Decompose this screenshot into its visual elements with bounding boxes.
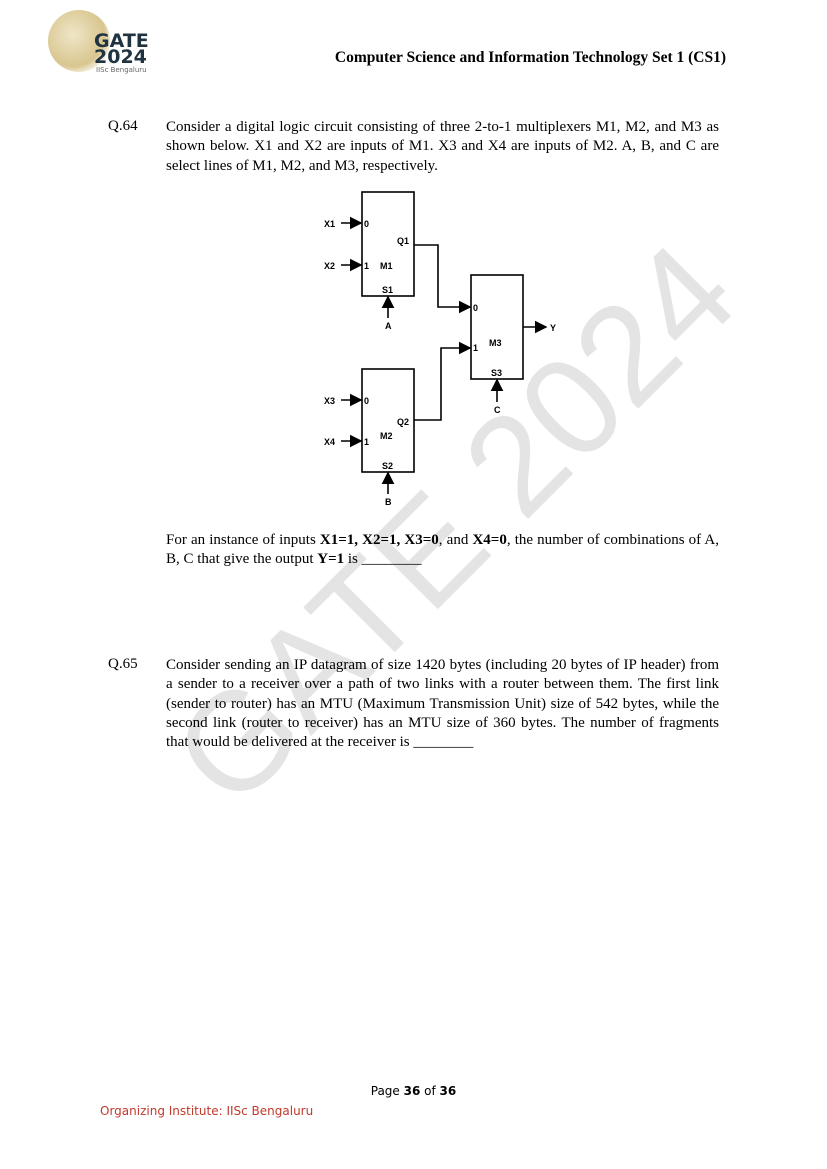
m3-in1-label: 1: [473, 343, 478, 353]
q1-label: Q1: [397, 236, 409, 246]
s2-label: S2: [382, 461, 393, 471]
page-number: Page 36 of 36: [370, 1084, 457, 1098]
m2-label: M2: [380, 431, 393, 441]
s1-label: S1: [382, 285, 393, 295]
m2-in0-label: 0: [364, 396, 369, 406]
m1-in1-label: 1: [364, 261, 369, 271]
globe-emblem-icon: [48, 10, 110, 72]
question-text: Consider a digital logic circuit consist…: [166, 119, 719, 174]
mux-m3: [470, 274, 524, 380]
input-x2-label: X2: [324, 261, 335, 271]
question-number: Q.65: [108, 656, 138, 672]
mux-circuit-diagram: X1 X2 0 1 M1 Q1 S1 A X3 X4 0 1 M2 Q2 S2 …: [324, 191, 556, 507]
select-a-label: A: [385, 321, 392, 331]
m1-label: M1: [380, 261, 393, 271]
question-number: Q.64: [108, 118, 138, 134]
m3-in0-label: 0: [473, 303, 478, 313]
gate-logo: GATE 2024 IISc Bengaluru: [48, 10, 158, 80]
question-text: Consider sending an IP datagram of size …: [166, 657, 719, 751]
s3-label: S3: [491, 368, 502, 378]
logo-line1: GATE: [94, 30, 149, 52]
m2-in1-label: 1: [364, 437, 369, 447]
q2-label: Q2: [397, 417, 409, 427]
m1-in0-label: 0: [364, 219, 369, 229]
input-x3-label: X3: [324, 396, 335, 406]
select-c-label: C: [494, 405, 501, 415]
question-follow-up: For an instance of inputs X1=1, X2=1, X3…: [166, 532, 720, 568]
paper-title: Computer Science and Information Technol…: [334, 49, 726, 66]
input-x1-label: X1: [324, 219, 335, 229]
logo-line2: 2024: [94, 46, 147, 68]
input-x4-label: X4: [324, 437, 335, 447]
output-y-label: Y: [550, 323, 556, 333]
select-b-label: B: [385, 497, 392, 507]
m3-label: M3: [489, 338, 502, 348]
logo-subtitle: IISc Bengaluru: [96, 66, 147, 74]
organizing-institute: Organizing Institute: IISc Bengaluru: [100, 1104, 314, 1118]
